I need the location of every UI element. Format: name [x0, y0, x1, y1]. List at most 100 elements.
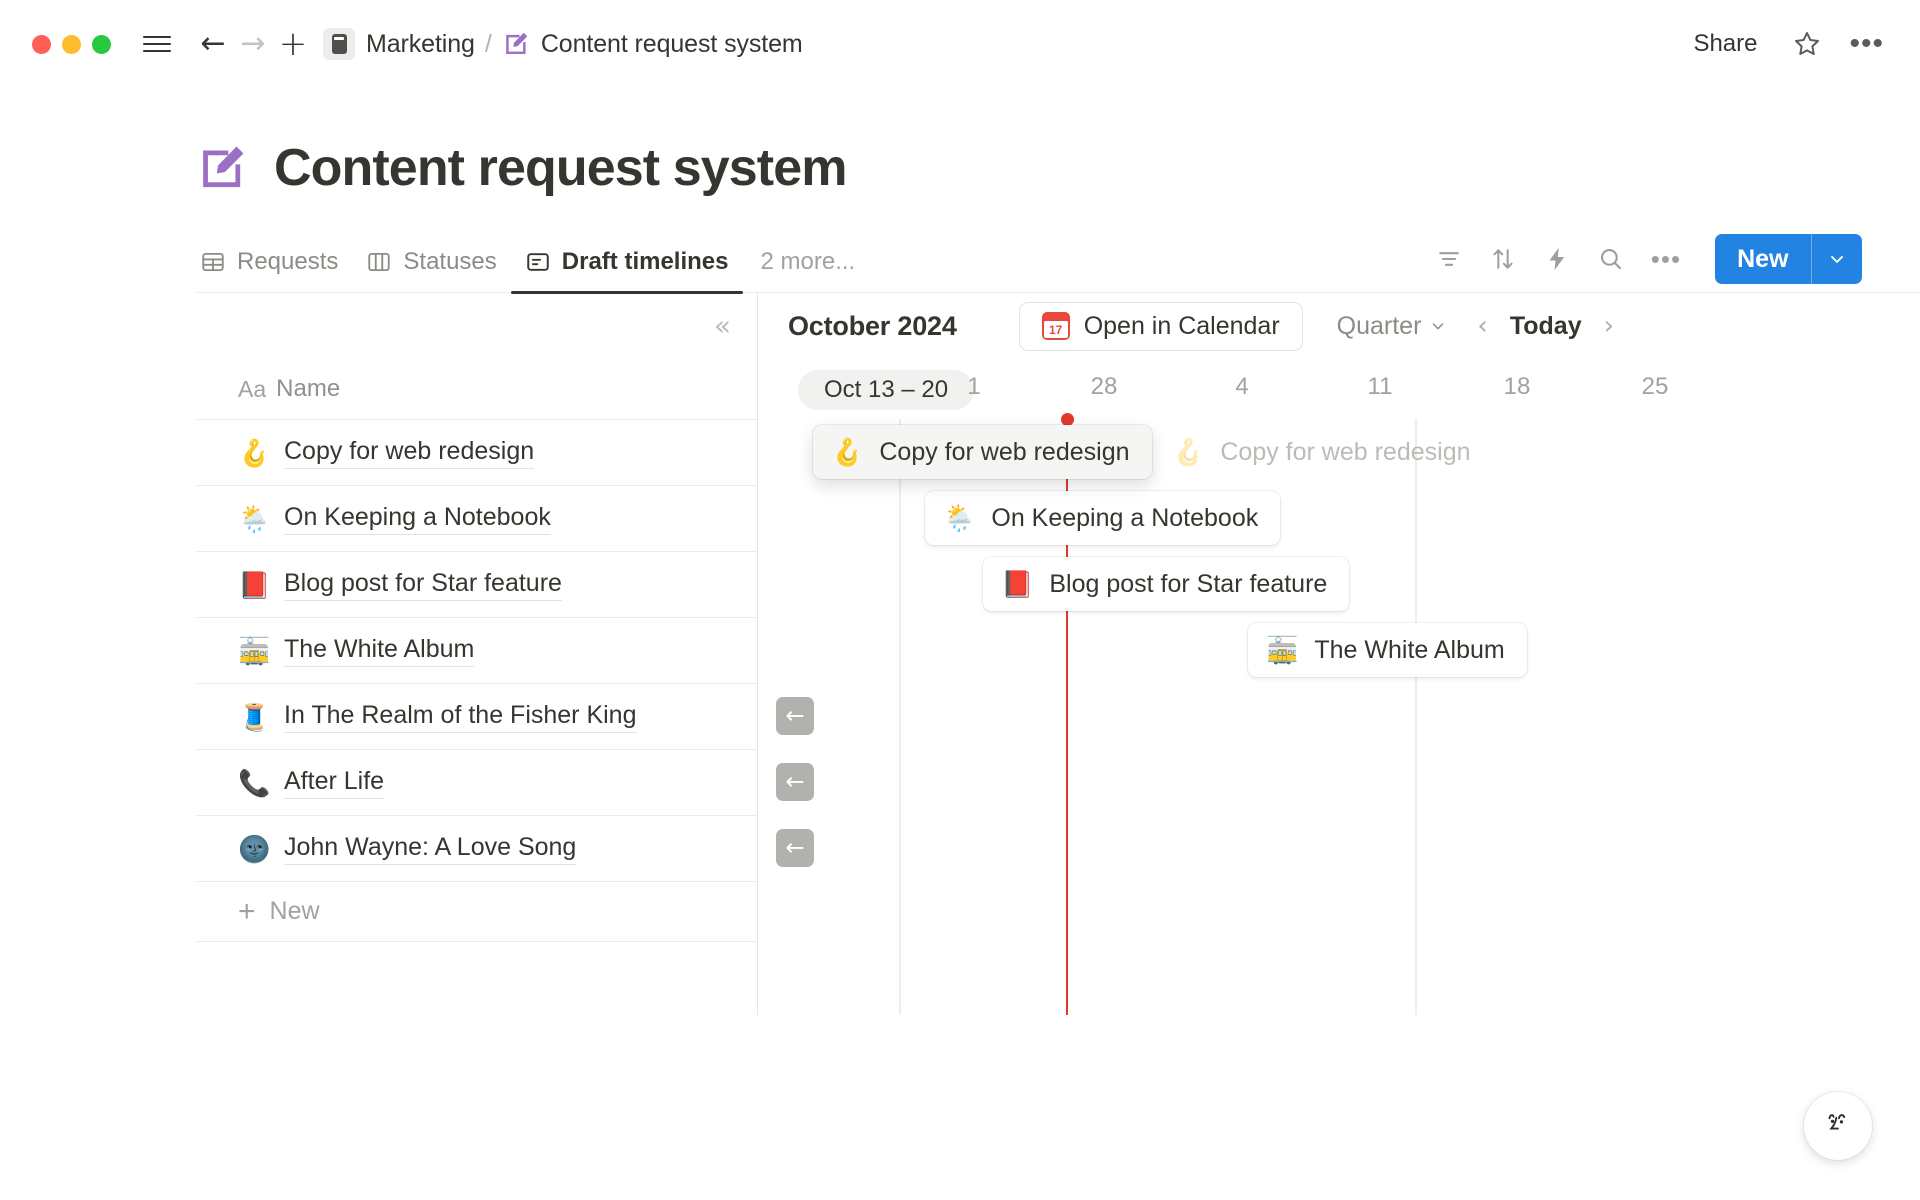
tab-statuses-label: Statuses — [403, 248, 497, 275]
column-header-name[interactable]: Aa Name — [196, 359, 757, 419]
timeline-bars: 🪝 Copy for web redesign 🪝 Copy for web r… — [758, 419, 1920, 1015]
timeline-calendar: October 2024 17 Open in Calendar Quarter — [758, 293, 1920, 1015]
timeline-row: 🚋 The White Album — [758, 617, 1920, 683]
row-title[interactable]: After Life — [284, 767, 385, 799]
forward-icon[interactable]: → — [240, 26, 266, 61]
timeline-nav: ‹ Today › — [1477, 312, 1614, 341]
month-divider — [899, 419, 901, 1015]
timeline-row: ← — [758, 749, 1920, 815]
close-window-button[interactable] — [32, 34, 51, 54]
workspace-icon[interactable] — [323, 28, 355, 60]
timeline-month-label: October 2024 — [788, 310, 957, 341]
filter-icon[interactable] — [1435, 245, 1463, 273]
scroll-to-item-left-icon[interactable]: ← — [776, 763, 814, 801]
search-icon[interactable] — [1597, 245, 1625, 273]
breadcrumb-page[interactable]: Content request system — [540, 29, 803, 58]
board-icon — [366, 249, 392, 275]
date-tick: 25 — [1641, 373, 1669, 400]
timeline-bar-dragging[interactable]: 🪝 Copy for web redesign — [813, 425, 1152, 479]
page-emoji-icon[interactable] — [502, 30, 530, 58]
bar-label: Copy for web redesign — [879, 437, 1130, 466]
date-tick: 11 — [1367, 373, 1393, 400]
timeline-row: 🪝 Copy for web redesign 🪝 Copy for web r… — [758, 419, 1920, 485]
timeline-bar-placeholder: 🪝 Copy for web redesign — [1154, 425, 1493, 479]
sidebar-toggle-icon[interactable] — [137, 24, 177, 64]
tab-draft-timelines[interactable]: Draft timelines — [510, 242, 743, 294]
new-button[interactable]: New — [1715, 234, 1862, 284]
row-title[interactable]: In The Realm of the Fisher King — [284, 701, 637, 733]
timeline-row: ← — [758, 683, 1920, 749]
table-row[interactable]: 🚋 The White Album — [196, 617, 757, 683]
date-tick: 18 — [1503, 373, 1531, 400]
chevron-down-icon[interactable] — [1812, 234, 1862, 284]
breadcrumb-separator: / — [484, 29, 492, 58]
bar-label: Copy for web redesign — [1220, 437, 1471, 466]
timeline-bar[interactable]: 🚋 The White Album — [1248, 623, 1527, 677]
row-title[interactable]: Copy for web redesign — [284, 437, 535, 469]
selected-date-range-chip[interactable]: Oct 13 – 20 — [798, 370, 975, 410]
new-button-label: New — [1737, 244, 1789, 273]
favorite-star-icon[interactable] — [1787, 24, 1827, 64]
timeline-date-axis: Oct 13 – 20 1 28 4 11 18 25 — [758, 359, 1920, 419]
back-icon[interactable]: ← — [200, 26, 226, 61]
collapse-icon[interactable]: « — [713, 309, 731, 342]
table-row[interactable]: 🌚 John Wayne: A Love Song — [196, 815, 757, 881]
row-emoji-icon: 🪝 — [238, 437, 271, 468]
row-emoji-icon: 🌚 — [238, 833, 271, 864]
zoom-window-button[interactable] — [92, 34, 111, 54]
add-new-row-button[interactable]: + New — [196, 881, 757, 941]
timeline-zoom-select[interactable]: Quarter — [1337, 312, 1448, 341]
page-title-emoji-icon[interactable] — [196, 142, 248, 194]
timeline-row: 🌦️ On Keeping a Notebook — [758, 485, 1920, 551]
assistant-button[interactable] — [1804, 1092, 1872, 1160]
row-title[interactable]: The White Album — [284, 635, 475, 667]
scroll-to-item-left-icon[interactable]: ← — [776, 829, 814, 867]
bar-label: The White Album — [1314, 635, 1505, 664]
new-page-icon[interactable]: + — [278, 24, 308, 64]
topbar-actions: Share ••• — [1685, 24, 1884, 64]
table-row[interactable]: 📕 Blog post for Star feature — [196, 551, 757, 617]
automations-icon[interactable] — [1543, 245, 1571, 273]
bar-emoji-icon: 🪝 — [831, 437, 864, 467]
timeline-bar[interactable]: 🌦️ On Keeping a Notebook — [925, 491, 1281, 545]
more-options-icon[interactable]: ••• — [1650, 244, 1682, 274]
calendar-icon: 17 — [1041, 312, 1070, 340]
table-icon — [200, 249, 226, 275]
tab-more-views[interactable]: 2 more... — [760, 248, 856, 275]
share-button[interactable]: Share — [1693, 30, 1758, 57]
today-button[interactable]: Today — [1509, 311, 1582, 340]
assistant-face-icon — [1819, 1104, 1857, 1148]
open-in-calendar-button[interactable]: 17 Open in Calendar — [1018, 301, 1303, 351]
previous-period-icon[interactable]: ‹ — [1477, 311, 1488, 341]
minimize-window-button[interactable] — [62, 34, 81, 54]
new-button-divider — [1810, 234, 1812, 284]
table-row[interactable]: 📞 After Life — [196, 749, 757, 815]
table-row[interactable]: 🪝 Copy for web redesign — [196, 419, 757, 485]
page-more-options-icon[interactable]: ••• — [1849, 27, 1884, 60]
view-toolbar: ••• New — [1435, 234, 1862, 292]
breadcrumb-workspace[interactable]: Marketing — [366, 29, 475, 58]
tab-requests-label: Requests — [237, 248, 339, 275]
text-type-icon: Aa — [238, 375, 267, 402]
next-period-icon[interactable]: › — [1603, 311, 1614, 341]
row-emoji-icon: 🌦️ — [238, 503, 271, 534]
table-row[interactable]: 🧵 In The Realm of the Fisher King — [196, 683, 757, 749]
row-title[interactable]: On Keeping a Notebook — [284, 503, 551, 535]
plus-icon: + — [238, 894, 256, 928]
table-row[interactable]: 🌦️ On Keeping a Notebook — [196, 485, 757, 551]
page-title: Content request system — [274, 139, 847, 197]
row-title[interactable]: Blog post for Star feature — [284, 569, 562, 601]
timeline-view: « Aa Name 🪝 Copy for web redesign 🌦️ On … — [196, 293, 1920, 1015]
timeline-icon — [525, 249, 551, 275]
tab-requests[interactable]: Requests — [196, 242, 352, 292]
timeline-bar[interactable]: 📕 Blog post for Star feature — [983, 557, 1350, 611]
view-tabs-row: Requests Statuses — [196, 234, 1920, 294]
breadcrumb: Marketing / Content request system — [323, 28, 803, 60]
bar-emoji-icon: 🌦️ — [943, 503, 976, 533]
row-title[interactable]: John Wayne: A Love Song — [284, 833, 577, 865]
sort-icon[interactable] — [1489, 245, 1517, 273]
scroll-to-item-left-icon[interactable]: ← — [776, 697, 814, 735]
tab-draft-timelines-label: Draft timelines — [561, 248, 729, 275]
tab-statuses[interactable]: Statuses — [352, 242, 510, 292]
